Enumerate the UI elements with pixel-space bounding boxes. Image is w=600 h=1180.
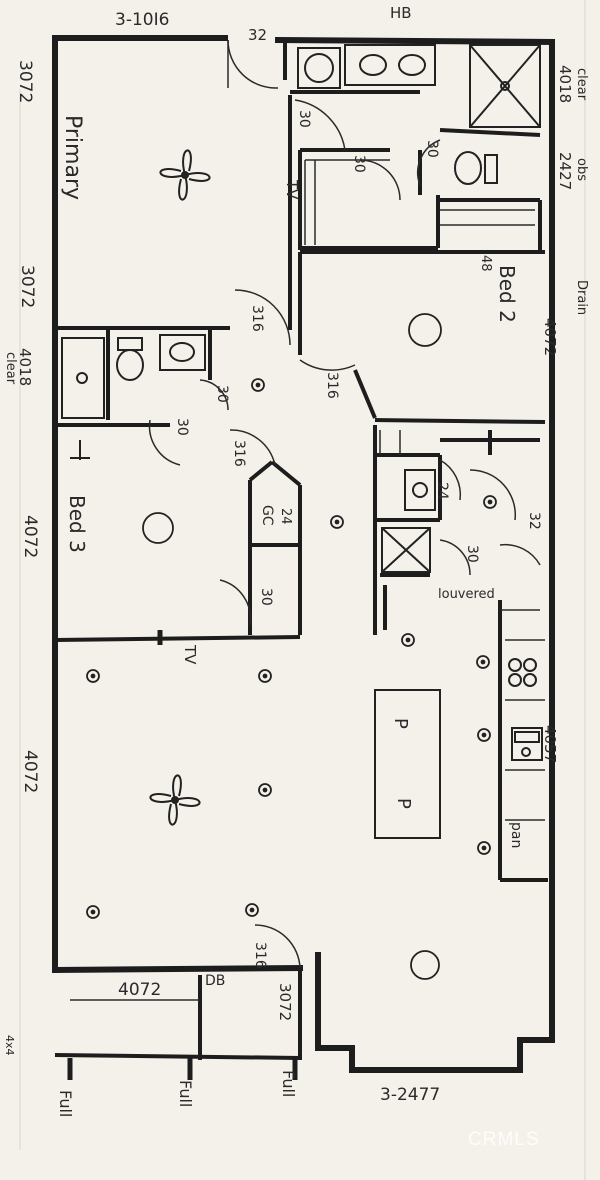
door-label: 30 [351, 155, 367, 173]
door-label: 30 [464, 545, 480, 563]
door-label: 30 [296, 110, 312, 128]
full-label: Full [279, 1070, 298, 1097]
tv-label: TV [283, 179, 301, 200]
window-label-kitchen: 4057 [541, 725, 559, 763]
window-label-left-living: 4072 [20, 750, 40, 793]
window-label-top: 3-10I6 [115, 10, 169, 30]
door-label: 30 [424, 140, 440, 158]
obs-label: obs [574, 158, 589, 181]
door-label: 32 [526, 512, 542, 530]
window-label-bed2: 4072 [541, 318, 559, 356]
window-label-right-2427: 2427 [556, 152, 574, 190]
hb-label: HB [390, 4, 412, 22]
labels: 3-10I6 HB 32 3072 3072 Primary 4018 clea… [3, 4, 589, 1150]
door-swings [148, 39, 541, 969]
door-label: 24 [434, 482, 450, 500]
tv-label: TV [181, 644, 199, 665]
window-label-left-upper: 3072 [15, 60, 35, 103]
window-label-left-bed3: 4072 [20, 515, 40, 558]
clear-label-top: clear [574, 68, 589, 101]
fixtures [61, 44, 543, 839]
paper-grid [19, 0, 586, 1180]
window-label-right-4018: 4018 [556, 65, 574, 103]
door-label: 316 [249, 305, 265, 332]
room-label-bed3: Bed 3 [65, 495, 89, 553]
window-label-porch: 4072 [118, 980, 161, 1000]
window-marks [52, 35, 555, 1080]
door-label: 30 [258, 588, 274, 606]
ceiling-fan-icon [149, 149, 211, 826]
window-label-left-4018: 4018 [16, 348, 34, 386]
window-label-porch-3072: 3072 [276, 983, 294, 1021]
gc-label: GC [259, 505, 275, 526]
watermark: CRMLS [468, 1129, 540, 1150]
interior-walls [54, 42, 548, 1060]
closet-size-label: 48 [478, 255, 493, 272]
island-outlet-label: P [390, 718, 411, 729]
clear-label-left: clear [3, 352, 18, 385]
full-label: Full [56, 1090, 75, 1117]
light-fixtures [86, 313, 497, 980]
door-label: 316 [231, 440, 247, 467]
window-label-bottom: 3-2477 [380, 1085, 440, 1105]
door-label: 30 [214, 385, 230, 403]
full-label: Full [176, 1080, 195, 1107]
thin-lines [70, 159, 545, 1001]
pantry-label: pan [508, 822, 524, 848]
room-label-primary: Primary [60, 115, 85, 200]
door-label: 316 [324, 372, 340, 399]
room-label-bed2: Bed 2 [495, 265, 519, 323]
post-size-label: 4x4 [3, 1035, 16, 1056]
door-label: 32 [248, 26, 267, 44]
door-label: 24 [278, 508, 293, 525]
db-label: DB [205, 973, 225, 989]
drain-label: Drain [574, 280, 589, 315]
door-label: 316 [252, 942, 268, 969]
island-outlet-label: P [393, 798, 414, 809]
louvered-label: louvered [438, 587, 495, 602]
door-label: 30 [174, 418, 190, 436]
window-label-left-lower: 3072 [17, 265, 37, 308]
